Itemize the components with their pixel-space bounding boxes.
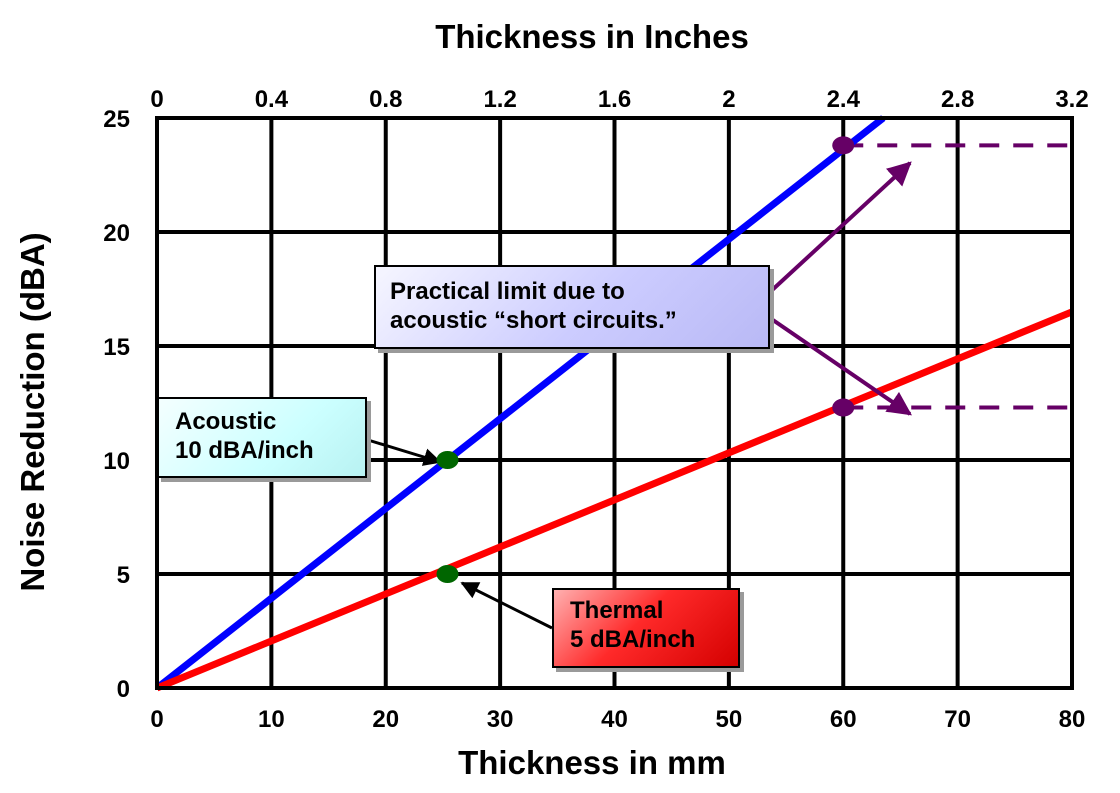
data-point-marker-4 — [832, 398, 855, 417]
x2-tick-label: 3.2 — [1055, 86, 1088, 113]
y-tick-label: 5 — [117, 562, 130, 589]
data-point-marker-2 — [436, 565, 459, 583]
x2-tick-label: 0.8 — [369, 86, 402, 113]
x2-axis-title: Thickness in Inches — [435, 18, 749, 55]
x-tick-label: 60 — [830, 706, 857, 733]
limit-pointer-arrow-lower — [768, 316, 912, 416]
note-practical-limit-line-1: Practical limit due to — [390, 278, 625, 305]
note-thermal: Thermal 5 dBA/inch — [552, 588, 740, 668]
x-tick-label: 40 — [601, 706, 628, 733]
y-tick-label: 0 — [117, 676, 130, 703]
point-markers — [436, 136, 855, 583]
x-tick-label: 70 — [944, 706, 971, 733]
y-tick-label: 25 — [103, 106, 130, 133]
data-point-marker-1 — [436, 451, 459, 469]
x2-tick-label: 2.8 — [941, 86, 974, 113]
note-practical-limit-line-2: acoustic “short circuits.” — [390, 307, 677, 334]
note-thermal-line-1: Thermal — [570, 597, 664, 624]
note-acoustic-line-2: 10 dBA/inch — [175, 437, 314, 464]
y-tick-label: 20 — [103, 220, 130, 247]
x2-tick-label: 2.4 — [827, 86, 861, 113]
x-tick-label: 0 — [150, 706, 163, 733]
note-acoustic: Acoustic 10 dBA/inch — [157, 397, 367, 478]
x2-tick-label: 1.6 — [598, 86, 631, 113]
data-point-marker-3 — [832, 136, 855, 155]
thermal-pointer-arrow — [460, 581, 553, 630]
x2-tick-label: 0.4 — [255, 86, 289, 113]
annotation-arrows — [367, 161, 912, 630]
limit-pointer-arrow-upper — [768, 161, 912, 294]
x-axis-title: Thickness in mm — [458, 744, 726, 781]
acoustic-pointer-arrow — [367, 438, 442, 466]
x-tick-label: 50 — [716, 706, 743, 733]
note-practical-limit: Practical limit due to acoustic “short c… — [374, 265, 770, 349]
x-tick-label: 30 — [487, 706, 514, 733]
note-acoustic-line-1: Acoustic — [175, 408, 277, 435]
x2-tick-label: 1.2 — [483, 86, 516, 113]
series — [157, 115, 1072, 692]
series-line-acoustic — [157, 115, 886, 691]
x-tick-label: 20 — [372, 706, 399, 733]
y-tick-label: 10 — [103, 448, 130, 475]
y-tick-label: 15 — [103, 334, 130, 361]
x-tick-label: 80 — [1059, 706, 1086, 733]
series-line-thermal — [157, 308, 1072, 692]
y-axis-title: Noise Reduction (dBA) — [14, 232, 51, 591]
note-thermal-line-2: 5 dBA/inch — [570, 626, 696, 653]
x2-tick-label: 2 — [722, 86, 735, 113]
x-tick-label: 10 — [258, 706, 285, 733]
limit-lines — [843, 143, 1072, 410]
x2-tick-label: 0 — [150, 86, 163, 113]
